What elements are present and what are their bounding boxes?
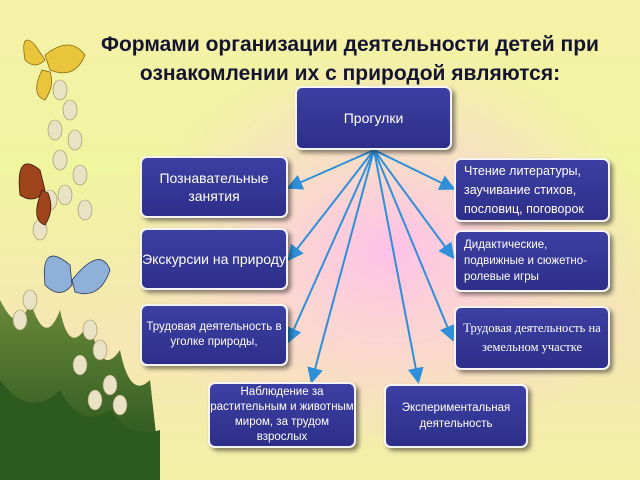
cognitive-lessons-label: Познавательные занятия: [159, 170, 269, 204]
labor-corner-box: Трудовая деятельность в уголке природы,: [140, 304, 288, 366]
games-label: Дидактические, подвижные и сюжетно-ролев…: [464, 239, 587, 283]
arrow-to-observation: [307, 149, 375, 384]
arrow-to-games: [373, 149, 455, 260]
labor-plot-box: Трудовая деятельность на земельном участ…: [454, 306, 610, 370]
experimental-box: Экспериментальная деятельность: [384, 384, 528, 448]
slide-title: Формами организации деятельности детей п…: [101, 33, 599, 85]
flowers-butterflies-illustration: [0, 39, 160, 480]
arrow-to-labor-plot: [373, 149, 455, 342]
excursions-label: Экскурсии на природу: [142, 251, 286, 267]
labor-plot-label: Трудовая деятельность на земельном участ…: [463, 321, 601, 354]
reading-label: Чтение литературы, заучивание стихов, по…: [464, 163, 584, 216]
arrow-to-excursions: [287, 149, 375, 262]
arrow-to-reading: [373, 149, 456, 190]
arrow-to-experimental: [373, 149, 424, 384]
observation-box: Наблюдение за растительным и животным ми…: [208, 382, 356, 448]
reading-box: Чтение литературы, заучивание стихов, по…: [454, 158, 610, 222]
games-box: Дидактические, подвижные и сюжетно-ролев…: [454, 230, 610, 292]
observation-label: Наблюдение за растительным и животным ми…: [210, 386, 354, 443]
experimental-label: Экспериментальная деятельность: [401, 402, 511, 430]
walks-label: Прогулки: [343, 110, 404, 126]
walks-box: Прогулки: [295, 86, 452, 150]
arrow-to-cognitive: [286, 149, 375, 190]
labor-corner-label: Трудовая деятельность в уголке природы,: [146, 321, 282, 348]
excursions-box: Экскурсии на природу: [140, 228, 288, 290]
cognitive-lessons-box: Познавательные занятия: [140, 156, 288, 218]
arrow-to-labor-corner: [286, 149, 375, 344]
